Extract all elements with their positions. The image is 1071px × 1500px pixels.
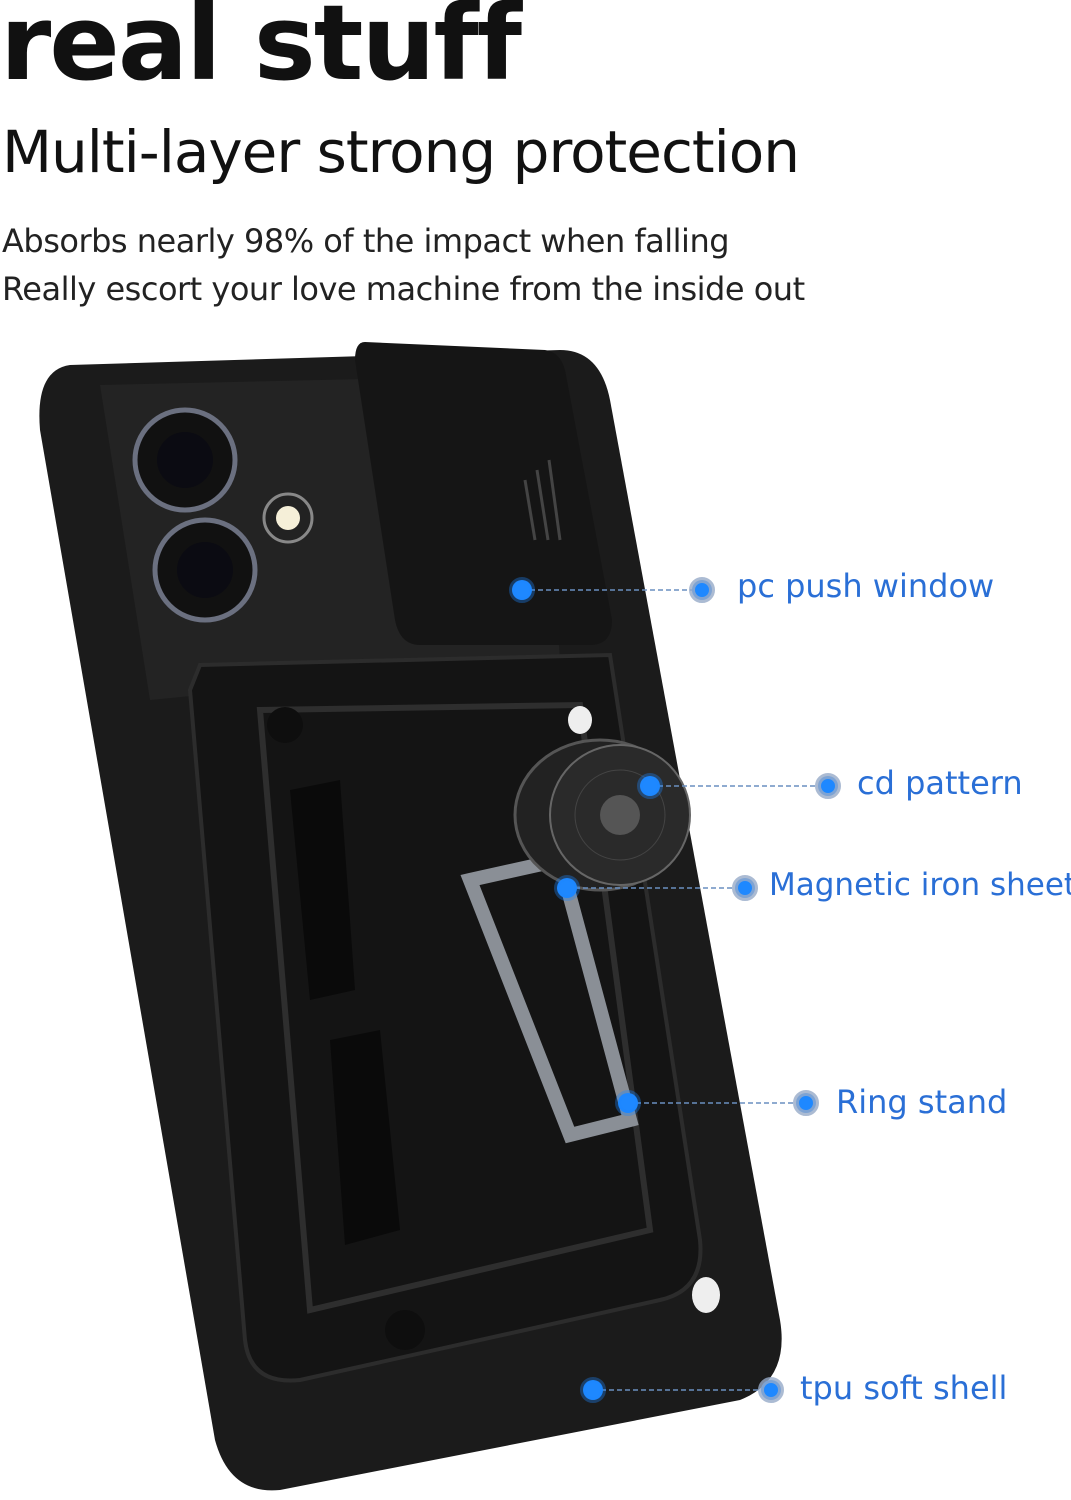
callout-dot [580,1377,606,1403]
camera-icon [132,407,314,623]
callout-cd-pattern: cd pattern [857,764,1023,802]
callout-dot [758,1377,784,1403]
phone-case-image [39,342,841,1491]
callout-tpu-soft-shell: tpu soft shell [800,1369,1008,1407]
callout-dot [509,577,535,603]
callout-dot [637,773,663,799]
callout-dot [732,875,758,901]
description-line-2: Really escort your love machine from the… [2,270,805,308]
callout-magnetic-iron-sheet: Magnetic iron sheet [769,867,1071,903]
ring-stand [460,851,639,1144]
callout-pc-push-window: pc push window [737,567,995,605]
callout-dot [815,773,841,799]
callout-dot [689,577,715,603]
description-line-1: Absorbs nearly 98% of the impact when fa… [2,222,730,260]
callout-dot [615,1090,641,1116]
push-window [355,342,612,645]
callout-ring-stand: Ring stand [836,1083,1008,1121]
callout-dot [793,1090,819,1116]
subheadline: Multi-layer strong protection [2,118,800,186]
headline: real stuff [0,0,522,104]
callout-dot [554,875,580,901]
